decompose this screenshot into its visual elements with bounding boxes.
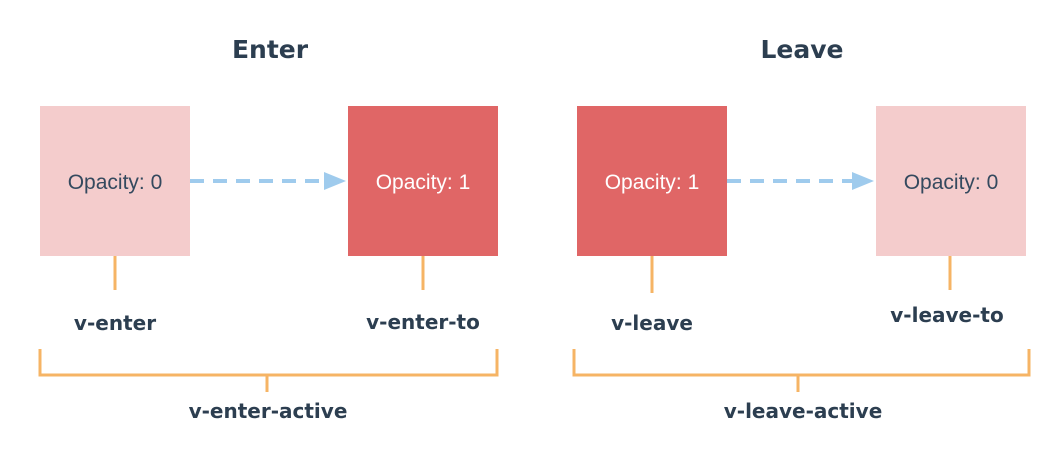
leave-active-bracket: [572, 349, 1031, 377]
enter-to-box: [348, 106, 498, 256]
leave-title: Leave: [760, 35, 843, 64]
leave-from-box: [577, 106, 727, 256]
enter-active-bracket: [38, 349, 499, 377]
leave-from-box-label: Opacity: 1: [605, 171, 700, 194]
enter-from-box: [40, 106, 190, 256]
enter-group: Enter Opacity: 0 Opacity: 1 v-enter v-en…: [38, 35, 499, 423]
enter-from-box-label: Opacity: 0: [68, 171, 163, 194]
v-enter-to-label: v-enter-to: [366, 310, 480, 334]
enter-title: Enter: [232, 35, 309, 64]
leave-group: Leave Opacity: 1 Opacity: 0 v-leave v-le…: [572, 35, 1031, 423]
v-enter-label: v-enter: [74, 311, 156, 335]
v-leave-to-label: v-leave-to: [890, 303, 1003, 327]
leave-arrow-head-icon: [852, 172, 874, 190]
enter-arrow-head-icon: [324, 172, 346, 190]
v-enter-active-label: v-enter-active: [189, 399, 348, 423]
v-leave-active-label: v-leave-active: [724, 399, 883, 423]
leave-to-box-label: Opacity: 0: [904, 171, 999, 194]
v-leave-label: v-leave: [611, 311, 693, 335]
leave-to-box: [876, 106, 1026, 256]
enter-to-box-label: Opacity: 1: [376, 171, 471, 194]
